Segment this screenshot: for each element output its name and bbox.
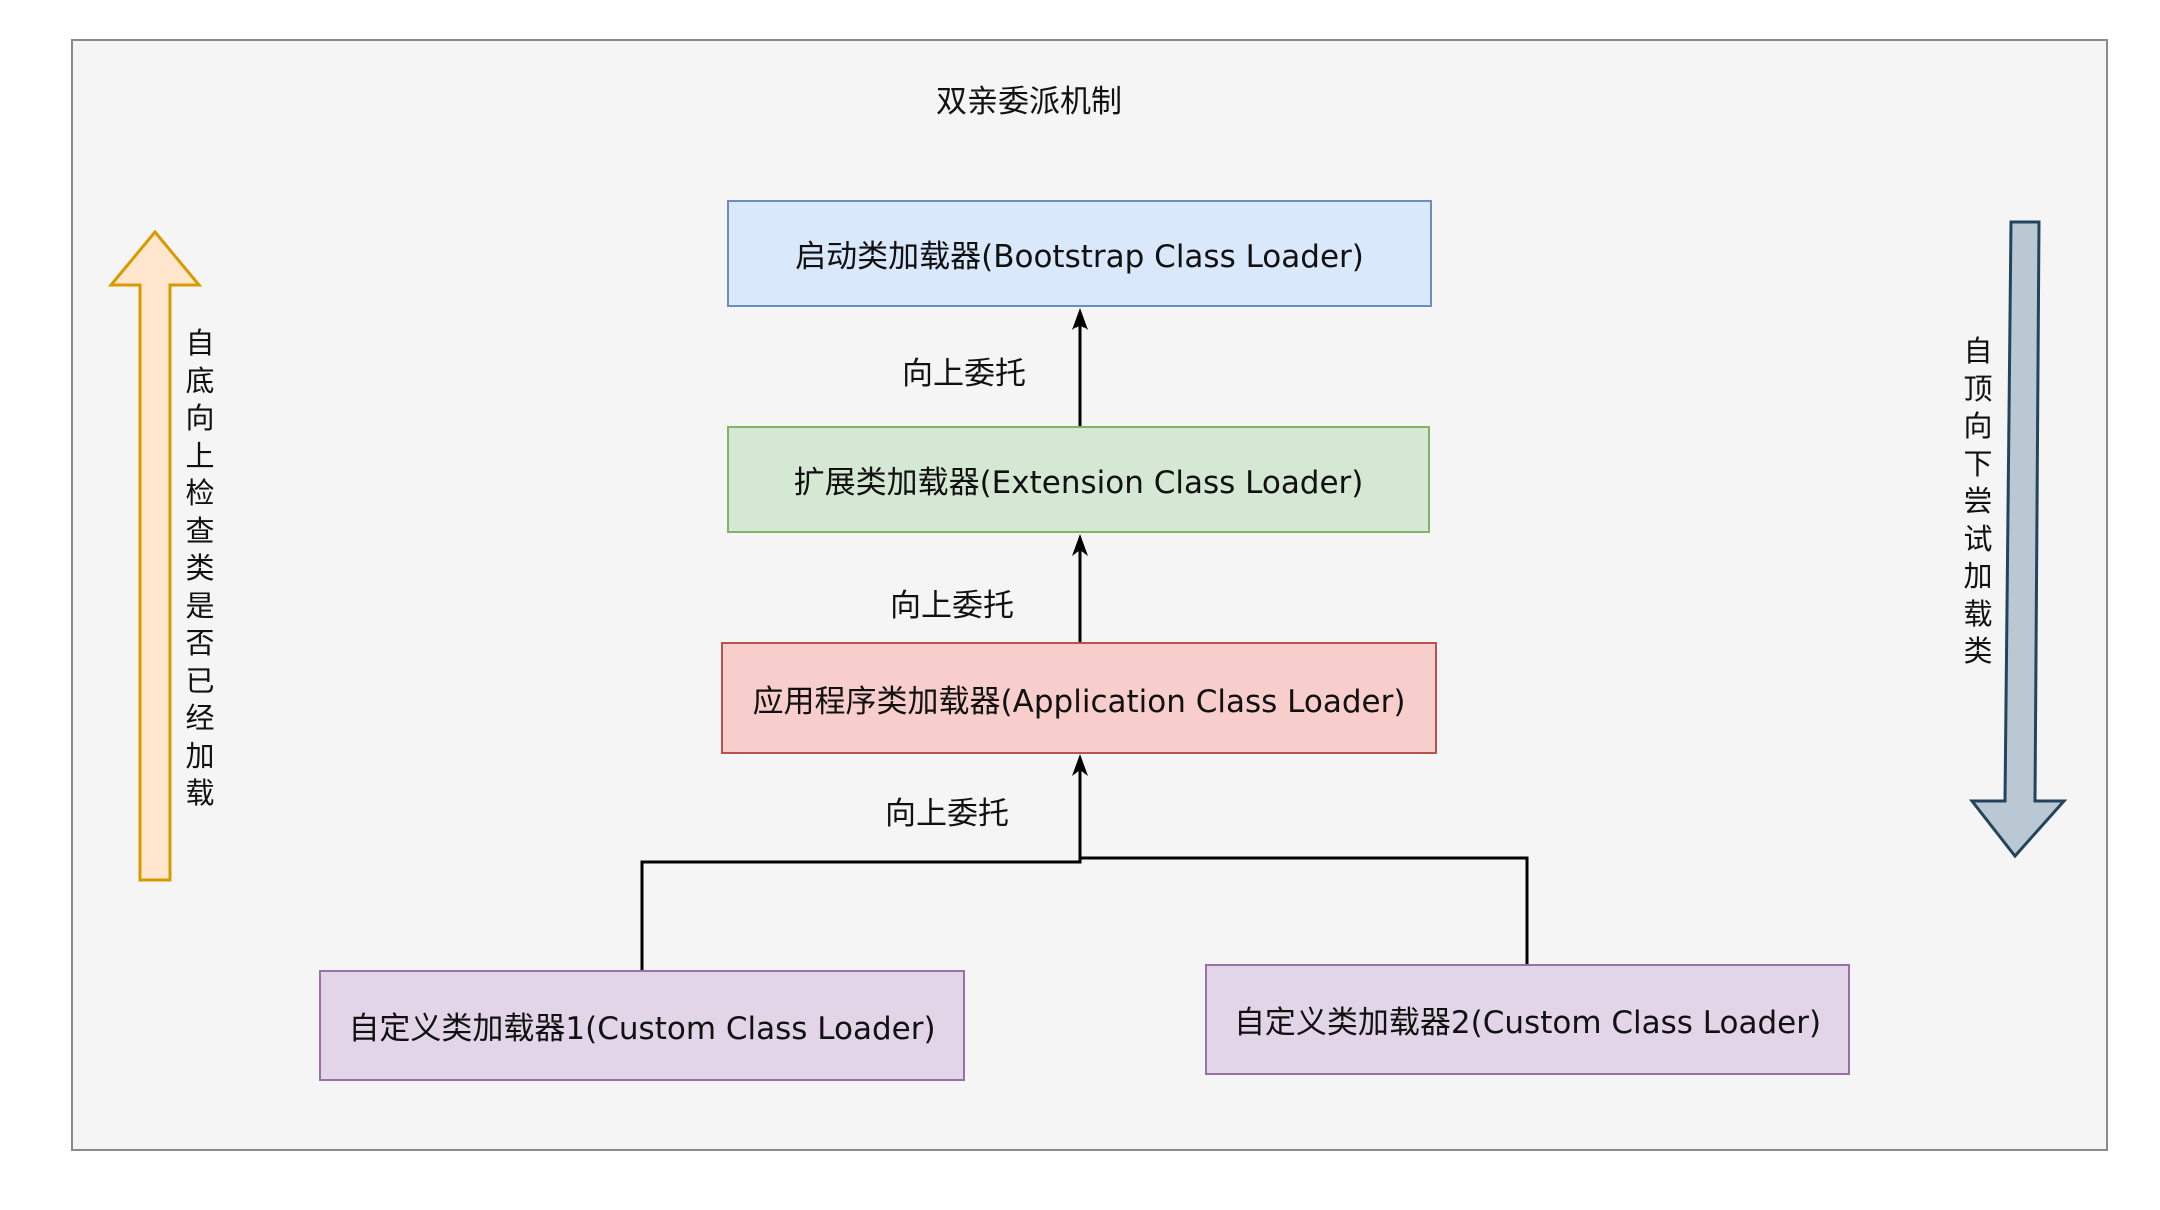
right-arrow-label: 自顶向下尝试加载类: [1963, 334, 1993, 668]
edge-label-custom-to-application: 向上委托: [885, 796, 1009, 832]
edge-custom2-to-application: [1080, 856, 1529, 964]
down-arrow-icon: [1968, 220, 2068, 859]
node-label: 自定义类加载器1(Custom Class Loader): [348, 1011, 936, 1047]
node-label: 扩展类加载器(Extension Class Loader): [793, 465, 1364, 501]
node-application-class-loader[interactable]: 应用程序类加载器(Application Class Loader): [721, 642, 1437, 754]
node-label: 自定义类加载器2(Custom Class Loader): [1233, 1005, 1822, 1041]
node-label: 启动类加载器(Bootstrap Class Loader): [795, 239, 1364, 275]
node-bootstrap-class-loader[interactable]: 启动类加载器(Bootstrap Class Loader): [727, 200, 1432, 307]
node-custom-class-loader-2[interactable]: 自定义类加载器2(Custom Class Loader): [1205, 964, 1850, 1075]
left-arrow-label: 自底向上检查类是否已经加载: [185, 326, 215, 810]
up-arrow-icon: [107, 229, 203, 882]
node-label: 应用程序类加载器(Application Class Loader): [752, 683, 1406, 720]
node-custom-class-loader-1[interactable]: 自定义类加载器1(Custom Class Loader): [319, 970, 965, 1081]
node-extension-class-loader[interactable]: 扩展类加载器(Extension Class Loader): [727, 426, 1430, 533]
edge-label-application-to-extension: 向上委托: [890, 588, 1014, 624]
edge-label-extension-to-bootstrap: 向上委托: [902, 356, 1026, 392]
diagram-title: 双亲委派机制: [936, 84, 1122, 120]
edge-custom1-to-application: [640, 766, 1082, 970]
